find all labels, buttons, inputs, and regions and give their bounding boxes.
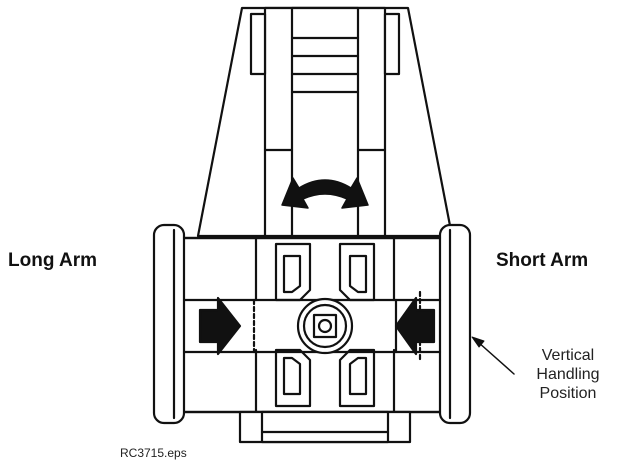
callout-leader: [471, 336, 515, 375]
callout-line-3: Position: [539, 385, 597, 402]
bearing-blocks: [254, 236, 396, 414]
short-arm-label: Short Arm: [496, 250, 589, 271]
handling-position-callout: Vertical Handling Position: [520, 346, 616, 403]
arrow-right-icon: [198, 296, 242, 356]
callout-line-2: Handling: [536, 366, 600, 383]
callout-line-1: Vertical: [541, 347, 595, 364]
curved-double-arrow-icon: [281, 177, 369, 209]
filename-label: RC3715.eps: [120, 446, 187, 460]
arrow-left-icon: [394, 296, 436, 356]
center-hub: [296, 297, 354, 355]
base-feet: [238, 410, 412, 444]
upper-frame: [196, 6, 454, 238]
long-arm-label: Long Arm: [8, 250, 98, 271]
